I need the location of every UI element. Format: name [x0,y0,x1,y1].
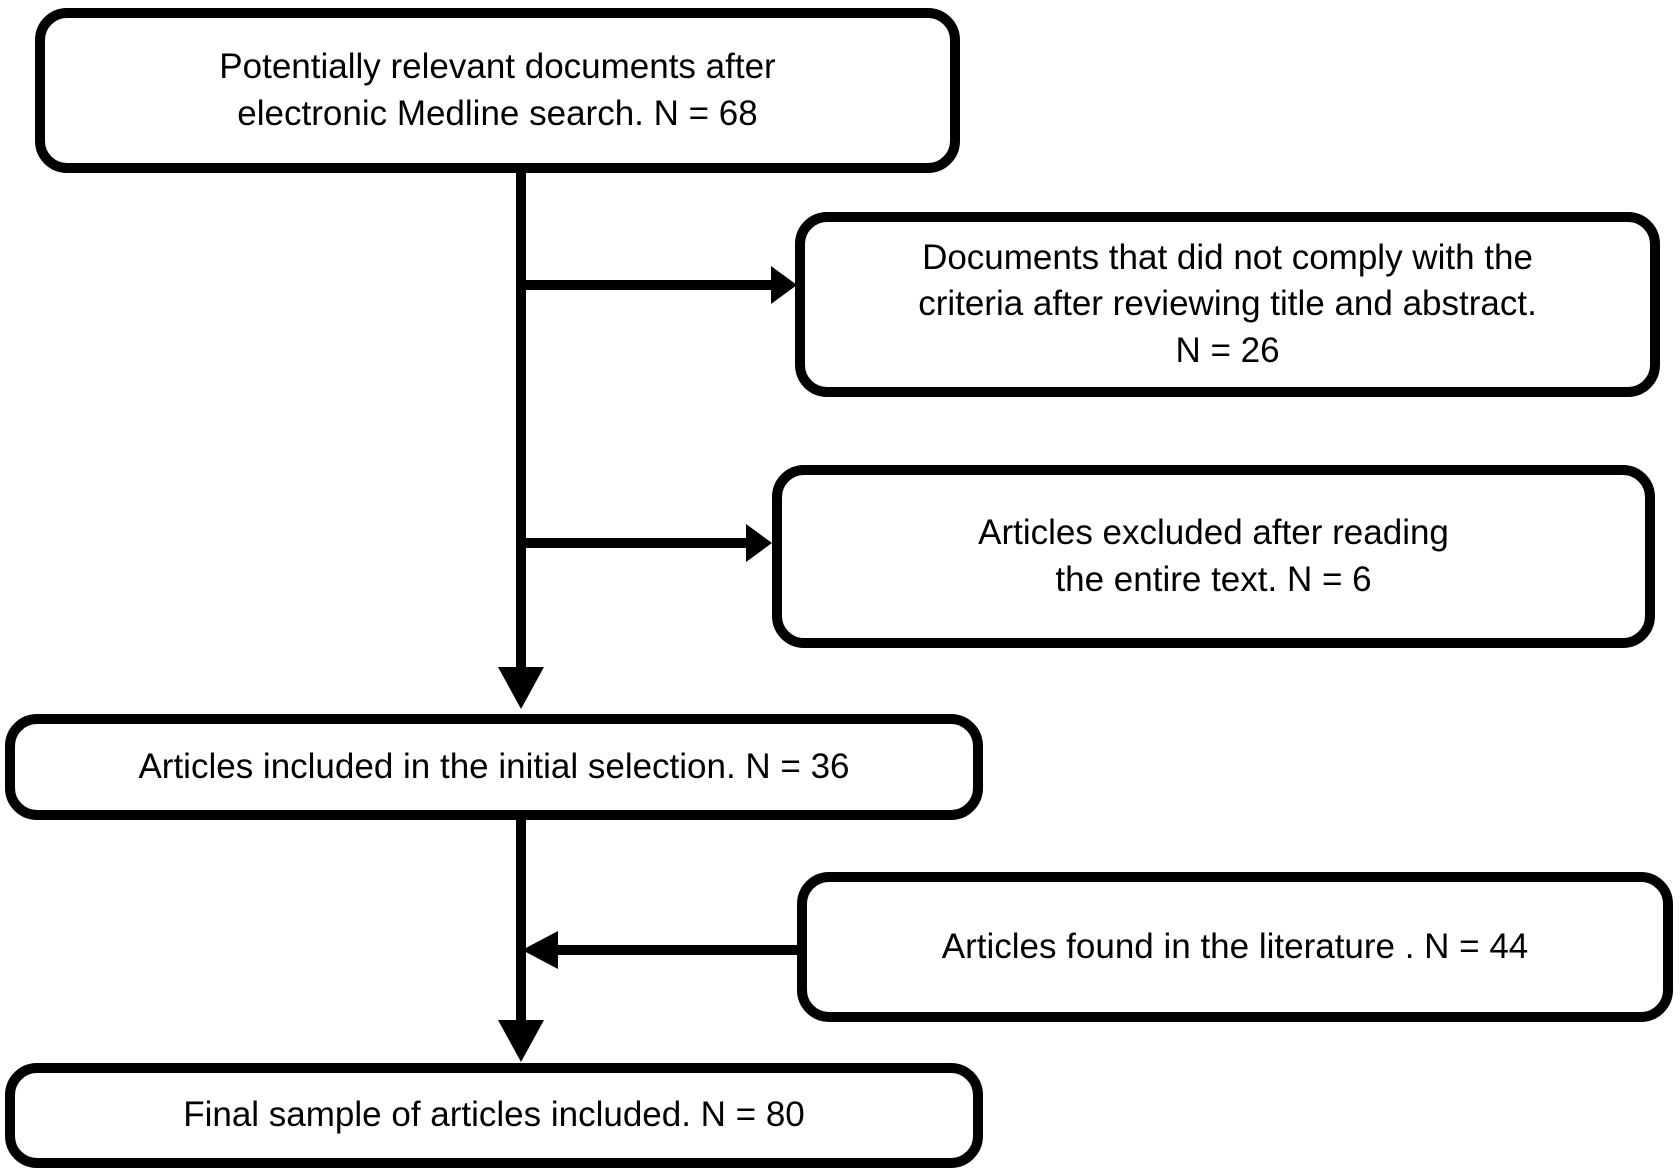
flow-box-potentially-relevant: Potentially relevant documents after ele… [35,8,960,173]
box-text-line: Articles included in the initial selecti… [138,746,850,786]
box-text-line: Articles found in the literature . N = 4… [941,926,1529,966]
arrowhead-right-to-excluded [746,524,772,562]
flow-box-excluded-after-reading: Articles excluded after reading the enti… [772,465,1655,648]
flow-box-not-comply-criteria: Documents that did not comply with the c… [795,212,1660,397]
box-text-line: Potentially relevant documents after [219,47,776,87]
connector-branch-literature [558,945,797,955]
connector-trunk-bottom [516,820,526,1020]
box-text-line: Documents that did not comply with the [922,238,1533,278]
connector-branch-excluded [521,538,746,548]
box-text-line: Articles excluded after reading [978,513,1449,553]
flow-box-found-in-literature: Articles found in the literature . N = 4… [797,872,1673,1022]
arrowhead-down-to-initial-selection [498,667,544,709]
arrowhead-right-to-not-comply [771,266,797,304]
box-text-line: Final sample of articles included. N = 8… [183,1095,805,1135]
arrowhead-down-to-final-sample [498,1020,544,1062]
box-text-line: criteria after reviewing title and abstr… [918,284,1537,324]
box-text-line: electronic Medline search. N = 68 [237,93,758,133]
connector-trunk-top [516,173,526,667]
box-text-line: N = 26 [1175,330,1280,370]
connector-branch-not-comply [521,280,771,290]
box-text-line: the entire text. N = 6 [1055,559,1372,599]
arrowhead-left-from-literature [522,931,558,969]
flow-box-final-sample: Final sample of articles included. N = 8… [5,1063,983,1168]
flow-box-initial-selection: Articles included in the initial selecti… [5,714,983,820]
